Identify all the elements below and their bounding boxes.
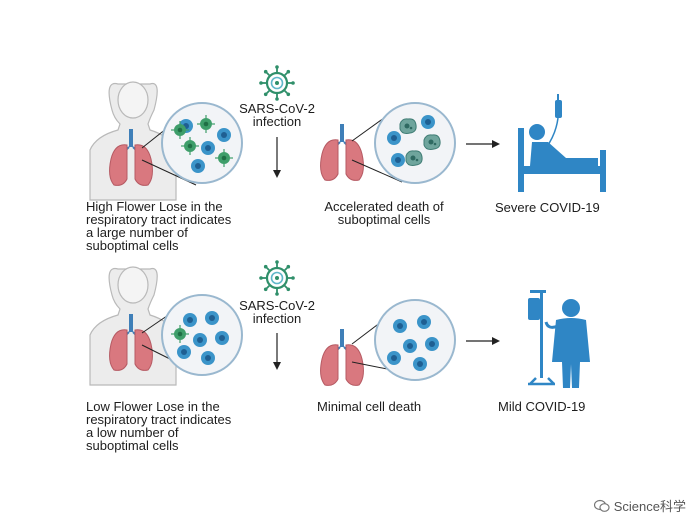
caption-line: respiratory tract indicates: [86, 412, 232, 427]
virus-label-bottom: SARS-CoV-2 infection: [237, 299, 317, 325]
cell-zoom-bottom-mid: [374, 299, 456, 381]
caption-line: High Flower Lose in the: [86, 199, 223, 214]
caption-accelerated-death: Accelerated death of suboptimal cells: [304, 200, 464, 226]
caption-line: respiratory tract indicates: [86, 212, 232, 227]
caption-low-flower-lose: Low Flower Lose in the respiratory tract…: [86, 400, 231, 452]
cell-zoom-bottom-left: [161, 294, 243, 376]
cell-zoom-top-mid: [374, 102, 456, 184]
caption-mild-covid: Mild COVID-19: [498, 399, 586, 414]
caption-line: a large number of: [86, 225, 188, 240]
virus-label-line2: infection: [252, 311, 302, 326]
virus-icon: [258, 259, 296, 297]
caption-line: a low number of: [86, 425, 179, 440]
virus-label-top: SARS-CoV-2 infection: [237, 102, 317, 128]
patient-bed-icon: [518, 94, 606, 192]
virus-icon: [258, 64, 296, 102]
wechat-icon: [593, 499, 610, 512]
caption-line: Accelerated death of: [324, 199, 444, 214]
caption-line: suboptimal cells: [86, 438, 179, 453]
caption-minimal-death: Minimal cell death: [317, 399, 422, 414]
virus-label-line1: SARS-CoV-2: [239, 298, 315, 313]
virus-label-line1: SARS-CoV-2: [239, 101, 315, 116]
patient-standing-icon: [528, 290, 590, 388]
caption-line: suboptimal cells: [86, 238, 179, 253]
caption-severe-covid: Severe COVID-19: [495, 200, 600, 215]
caption-high-flower-lose: High Flower Lose in the respiratory trac…: [86, 200, 231, 252]
virus-label-line2: infection: [252, 114, 302, 129]
caption-line: suboptimal cells: [337, 212, 431, 227]
watermark-text: Science科学: [613, 499, 686, 514]
caption-line: Low Flower Lose in the: [86, 399, 220, 414]
watermark: Science科学: [593, 496, 686, 515]
lungs-bottom-mid: [319, 328, 365, 387]
cell-zoom-top-left: [161, 102, 243, 184]
lungs-top-mid: [319, 123, 365, 182]
